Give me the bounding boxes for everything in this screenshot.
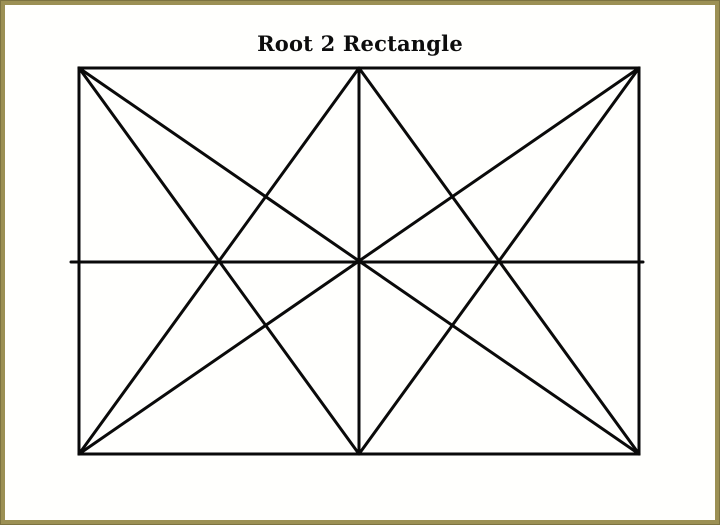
half-diagonal-bottomright-topmid	[357, 66, 641, 456]
diagonal-bottomleft-topright	[77, 66, 641, 456]
half-diagonal-bottomleft-topmid	[77, 66, 361, 456]
diagram-title: Root 2 Rectangle	[257, 31, 463, 56]
